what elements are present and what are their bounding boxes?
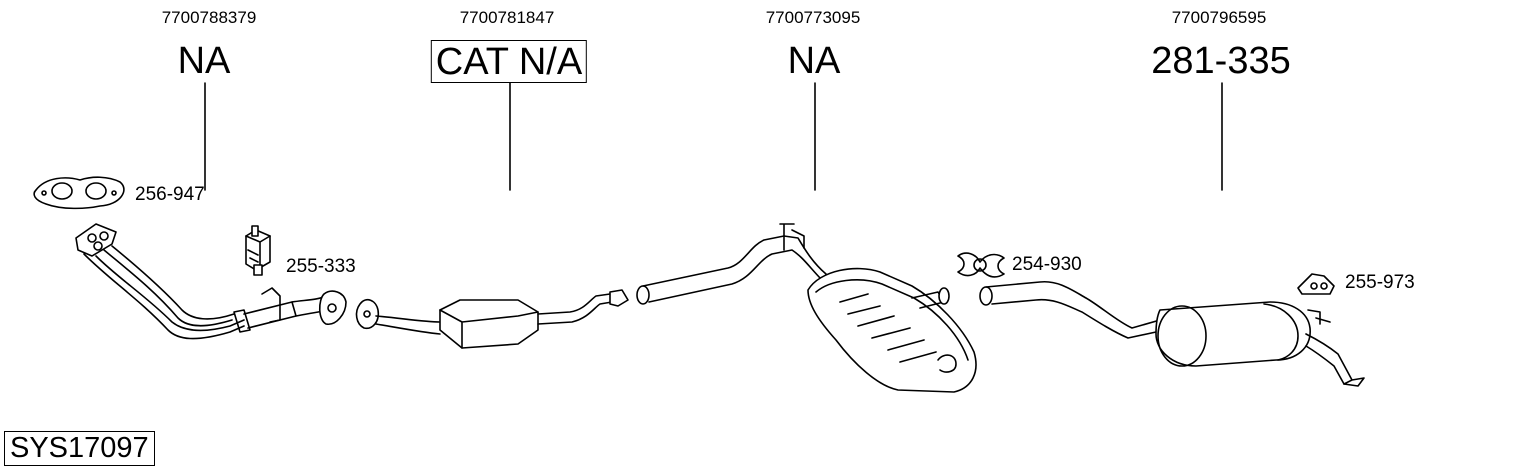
middle-silencer [807, 267, 977, 393]
accessory-label-gasket[interactable]: 256-947 [135, 184, 205, 205]
oem-number-3: 7700773095 [765, 8, 861, 27]
catalytic-converter [355, 289, 629, 349]
oem-number-4: 7700796595 [1171, 8, 1267, 27]
rear-silencer [1155, 301, 1365, 387]
part-ref-1[interactable]: NA [177, 40, 231, 82]
accessory-label-clamp[interactable]: 254-930 [1012, 254, 1082, 275]
oem-number-2: 7700781847 [459, 8, 555, 27]
rear-pipe [979, 280, 1161, 339]
accessory-label-mount[interactable]: 255-333 [286, 256, 356, 277]
hanger-icon [1297, 273, 1335, 295]
clamp-icon [957, 252, 1005, 278]
rubber-mount-icon [245, 225, 271, 276]
system-id-badge: SYS17097 [4, 431, 155, 466]
middle-pipe [636, 223, 827, 305]
part-ref-2[interactable]: CAT N/A [430, 40, 588, 83]
oem-number-1: 7700788379 [161, 8, 257, 27]
front-pipe [75, 223, 347, 340]
part-ref-3[interactable]: NA [787, 40, 841, 82]
accessory-label-hanger[interactable]: 255-973 [1345, 272, 1415, 293]
gasket-icon [33, 176, 125, 210]
part-ref-4[interactable]: 281-335 [1151, 40, 1291, 82]
